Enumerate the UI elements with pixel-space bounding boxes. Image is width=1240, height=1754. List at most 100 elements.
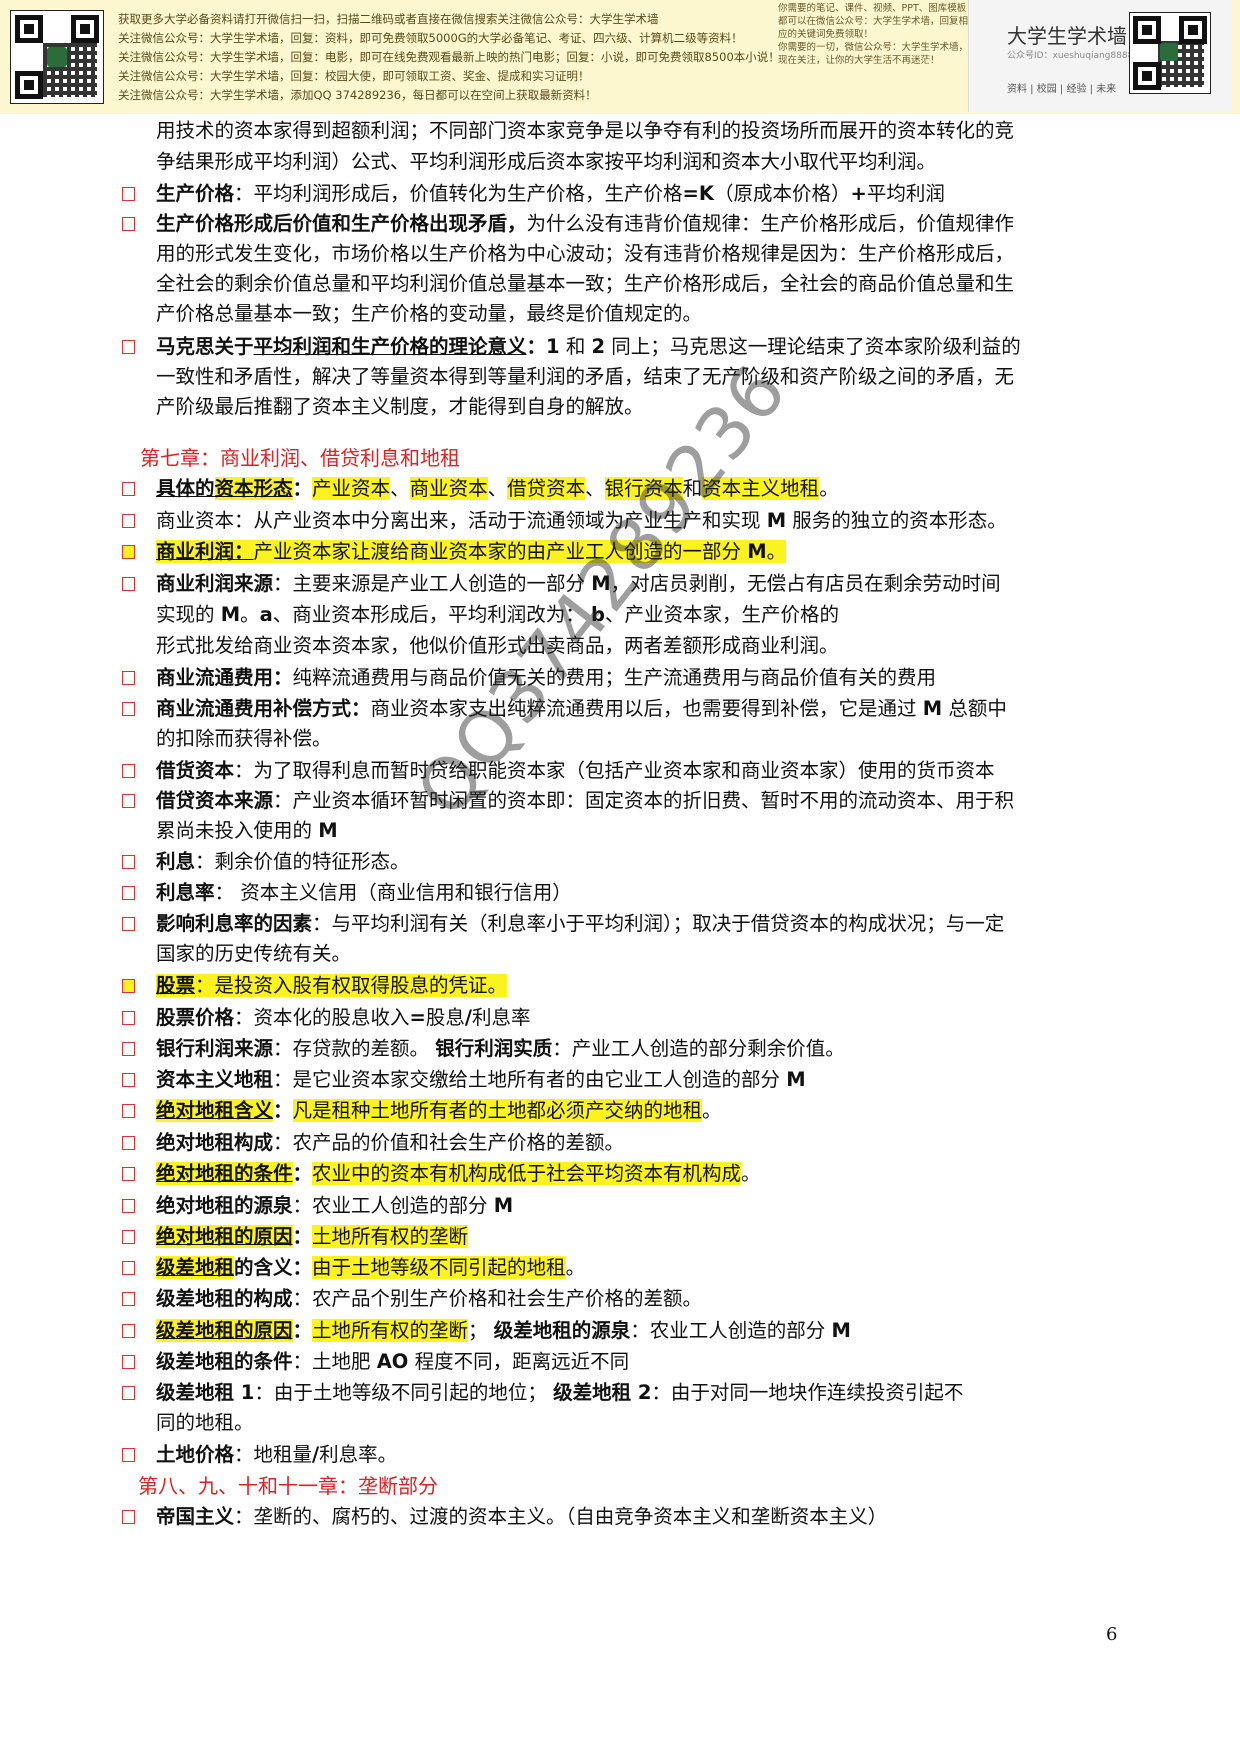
text-run: ：土地肥 (292, 1350, 377, 1373)
line-text: 累尚未投入使用的 M (156, 814, 338, 847)
text-run: 争结果形成平均利润）公式、平均利润形成后资本家按平均利润和资本大小取代平均利润。 (156, 150, 937, 173)
text-run: ：由于对同一地块作连续投资引起不 (651, 1381, 964, 1404)
line-text: 土地价格：地租量/利息率。 (156, 1438, 397, 1471)
text-run: 、产业资本家，生产价格的 (604, 603, 839, 626)
text-run: ：存贷款的差额。 (273, 1037, 436, 1060)
line-text: 绝对地租的源泉：农业工人创造的部分 M (156, 1189, 513, 1222)
checkbox-bullet-icon (122, 1324, 135, 1338)
checkbox-bullet-icon (122, 1510, 135, 1524)
text-run: ：由于土地等级不同引起的地位； (254, 1381, 554, 1404)
line-text: 商业资本：从产业资本中分离出来，活动于流通领域为产业生产和实现 M 服务的独立的… (156, 504, 1007, 537)
line-text: 绝对地租的条件：农业中的资本有机构成低于社会平均资本有机构成。 (156, 1157, 761, 1190)
checkbox-bullet-icon (122, 217, 135, 231)
text-run: 马克思关于 (156, 335, 254, 358)
text-run: 、 (585, 477, 605, 500)
checkbox-bullet-icon (122, 1355, 135, 1369)
text-run: 程度不同，距离远近不同 (408, 1350, 630, 1373)
text-run: 资本主义地租 (156, 1068, 274, 1091)
text-run: 土地所有权的垄断 (312, 1319, 469, 1342)
text-run: 平均利润和生产价格的理论意义 (253, 335, 527, 358)
text-run: b (591, 603, 605, 626)
text-run: ：平均利润形成后，价值转化为生产价格，生产价格 (234, 182, 683, 205)
checkbox-bullet-icon (122, 1386, 135, 1400)
checkbox-bullet-icon (122, 577, 135, 591)
text-run: 级差地租 (156, 1256, 235, 1279)
text-run: 股票价格 (156, 1006, 235, 1029)
checkbox-bullet-icon (122, 917, 135, 931)
banner-mid-line: 都可以在微信公众号：大学生学术墙，回复相 (778, 16, 969, 27)
text-run: 银行利润实质 (435, 1037, 553, 1060)
line-text: 产价格总量基本一致；生产价格的变动量，最终是价值规定的。 (156, 297, 702, 330)
text-run: 的扣除而获得补偿。 (156, 727, 332, 750)
checkbox-bullet-icon (122, 514, 135, 528)
text-run: 。 (240, 603, 260, 626)
text-run: ：地租量 (234, 1443, 313, 1466)
banner-ad-text: 获取更多大学必备资料请打开微信扫一扫，扫描二维码或者直接在微信搜索关注微信公众号… (118, 10, 780, 105)
text-run: M (922, 697, 943, 720)
text-run: ： (292, 1319, 313, 1342)
line-text: 资本主义地租：是它业资本家交缴给土地所有者的由它业工人创造的部分 M (156, 1063, 806, 1096)
text-run: 由于土地等级不同引起的地租 (312, 1256, 566, 1279)
text-run: ：资本化的股息收入 (234, 1006, 410, 1029)
text-run: 银行利润来源 (156, 1037, 274, 1060)
checkbox-bullet-icon (122, 855, 135, 869)
line-text: 的扣除而获得补偿。 (156, 722, 332, 755)
text-run: ：农产品的价值和社会生产价格的差额。 (273, 1131, 625, 1154)
text-run: 利息率 (472, 1006, 531, 1029)
text-run: M (318, 819, 338, 842)
line-text: 生产价格：平均利润形成后，价值转化为生产价格，生产价格=K（原成本价格）+平均利… (156, 177, 945, 210)
text-run: 商业流通费用补偿方式： (156, 697, 371, 720)
text-run: 绝对地租含义 (156, 1099, 274, 1122)
text-run: ：垄断的、腐朽的、过渡的资本主义。（自由竞争资本主义和垄断资本主义） (234, 1505, 888, 1528)
text-run: ： (526, 335, 547, 358)
line-text: 级差地租的原因：土地所有权的垄断； 级差地租的源泉：农业工人创造的部分 M (156, 1314, 851, 1347)
text-run: 生产价格 (156, 182, 235, 205)
line-text: 股票：是投资入股有权取得股息的凭证。 (156, 969, 508, 1002)
line-text: 影响利息率的因素：与平均利润有关（利息率小于平均利润）；取决于借贷资本的构成状况… (156, 907, 1004, 940)
checkbox-bullet-icon (122, 1292, 135, 1306)
text-run: 1 (546, 335, 560, 358)
line-text: 利息率： 资本主义信用（商业信用和银行信用） (156, 876, 572, 909)
line-text: 用技术的资本家得到超额利润；不同部门资本家竞争是以争夺有利的投资场所而展开的资本… (156, 114, 1014, 147)
text-run: M (591, 572, 611, 595)
text-run: ：农产品个别生产价格和社会生产价格的差额。 (292, 1287, 703, 1310)
checkbox-bullet-icon (122, 671, 135, 685)
line-text: 国家的历史传统有关。 (156, 937, 351, 970)
card-links: 资料 | 校园 | 经验 | 未来 (1007, 84, 1117, 95)
text-run: 。 (819, 477, 839, 500)
text-run: =K (682, 182, 714, 205)
banner-mid-line: 应的关键词免费领取！ (778, 29, 874, 40)
line-text: 商业流通费用补偿方式：商业资本家支出纯粹流通费用以后，也需要得到补偿，它是通过 … (156, 692, 1007, 725)
line-text: 全社会的剩余价值总量和平均利润价值总量基本一致；生产价格形成后，全社会的商品价值… (156, 267, 1014, 300)
line-text: 帝国主义：垄断的、腐朽的、过渡的资本主义。（自由竞争资本主义和垄断资本主义） (156, 1500, 887, 1533)
text-run: 产业资本 (312, 477, 391, 500)
checkbox-bullet-icon (122, 1136, 135, 1150)
text-run: 实现的 (156, 603, 221, 626)
text-run: 同上；马克思这一理论结束了资本家阶级利益的 (605, 335, 1021, 358)
text-run: 绝对地租的条件 (156, 1162, 293, 1185)
text-run: M (220, 603, 241, 626)
text-run: 影响利息率的因素 (156, 912, 313, 935)
text-run: 商业资本 (409, 477, 488, 500)
line-text: 级差地租 1：由于土地等级不同引起的地位； 级差地租 2：由于对同一地块作连续投… (156, 1376, 963, 1409)
checkbox-bullet-icon (122, 1167, 135, 1181)
text-run: ：是投资入股有权取得股息的凭证。 (195, 974, 508, 997)
text-run: 商业利润来源 (156, 572, 274, 595)
text-run: 级差地租的构成 (156, 1287, 293, 1310)
text-run: 商业利润： (156, 540, 254, 563)
text-run: / (312, 1443, 320, 1466)
checkbox-bullet-icon (122, 764, 135, 778)
text-run: 同的地租。 (156, 1411, 254, 1434)
text-run: 利息 (156, 850, 196, 873)
banner-line: 关注微信公众号：大学生学术墙，回复：校园大使，即可领取工资、奖金、提成和实习证明… (118, 69, 590, 83)
checkbox-bullet-icon (122, 545, 135, 559)
line-text: 一致性和矛盾性，解决了等量资本得到等量利润的矛盾，结束了无产阶级和资产阶级之间的… (156, 360, 1014, 393)
graduation-cap-icon (1160, 43, 1178, 61)
text-run: ：产业工人创造的部分剩余价值。 (552, 1037, 845, 1060)
checkbox-bullet-icon (122, 340, 135, 354)
text-run: （原成本价格） (713, 182, 851, 205)
text-run: ，对店员剥削，无偿占有店员在剩余劳动时间 (610, 572, 1001, 595)
text-run: ：与平均利润有关（利息率小于平均利润）；取决于借贷资本的构成状况；与一定 (312, 912, 1005, 935)
banner-line: 关注微信公众号：大学生学术墙，回复：资料，即可免费领取5000G的大学必备笔记、… (118, 31, 743, 45)
text-run: a (259, 603, 273, 626)
